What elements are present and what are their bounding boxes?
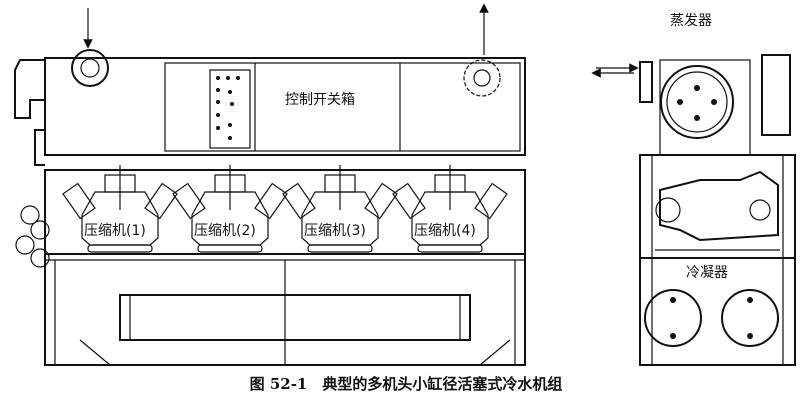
control-box-label: 控制开关箱 (285, 92, 355, 108)
compressor-label: 压缩机(2) (194, 223, 256, 239)
top-shell (14, 49, 526, 166)
compressor-label: 压缩机(4) (414, 223, 476, 239)
compressor: 压缩机(4) (392, 165, 508, 253)
compressor: 压缩机(3) (282, 165, 398, 253)
condenser-label: 冷凝器 (686, 265, 728, 281)
evaporator-label: 蒸发器 (670, 13, 712, 29)
left-frame (15, 169, 526, 366)
compressor-label: 压缩机(3) (304, 223, 366, 239)
compressor: 压缩机(1) (62, 165, 178, 253)
figure-caption: 图 52-1 典型的多机头小缸径活塞式冷水机组 (249, 375, 563, 393)
compressor: 压缩机(2) (172, 165, 288, 253)
side-view (639, 54, 796, 366)
compressor-label: 压缩机(1) (84, 223, 146, 239)
